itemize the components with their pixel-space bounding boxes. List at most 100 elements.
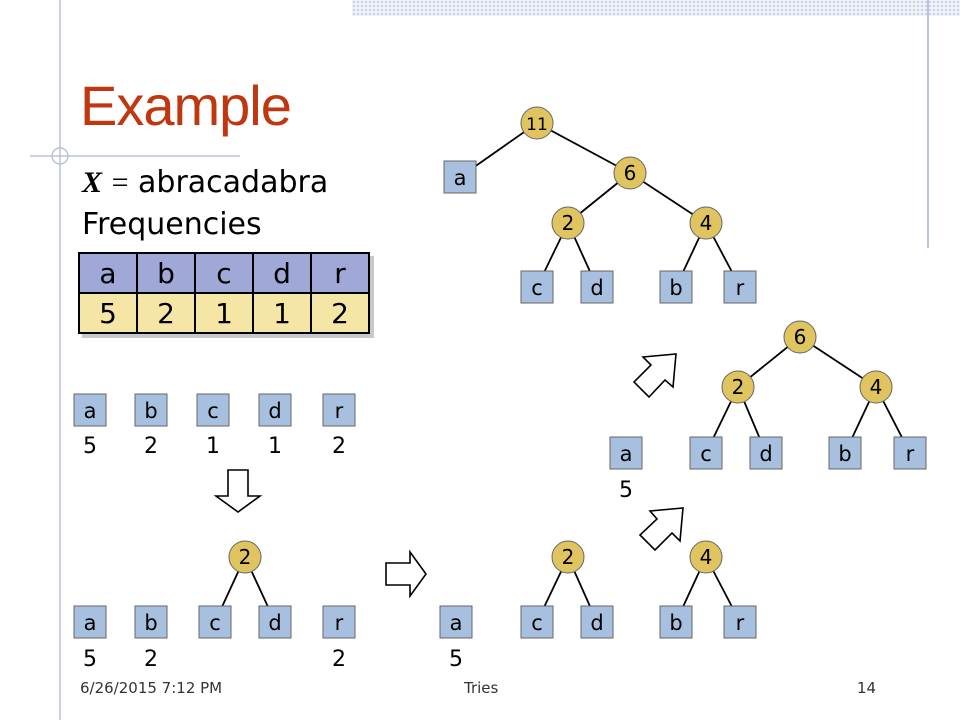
leaf-label: d: [268, 399, 281, 423]
leaf-label: r: [736, 611, 745, 635]
leaf-box: [659, 605, 693, 639]
leaf-label: a: [84, 399, 97, 423]
node-4-step3: 4: [689, 540, 723, 574]
step-arrows: [213, 353, 684, 599]
leaf-label: c: [209, 611, 221, 635]
freq-letter-cell: r: [310, 252, 370, 294]
leaf-box: [134, 393, 168, 427]
leaf-box: [828, 436, 862, 470]
leaf-box: [749, 436, 783, 470]
leaf-label: c: [207, 399, 219, 423]
leaf-label: b: [144, 611, 157, 635]
node-label: 4: [870, 375, 883, 399]
node-label: 6: [624, 161, 637, 185]
freq-letter-cell: d: [252, 252, 312, 294]
leaf-box: [73, 393, 107, 427]
node-circle: [859, 370, 893, 404]
leaf-box: [258, 605, 292, 639]
leaf-label: c: [700, 442, 712, 466]
frequencies-label: Frequencies: [82, 207, 262, 242]
leaf-label: d: [759, 442, 772, 466]
leaf-labels: a c d b r a c d b r a b c d r a b c d r …: [84, 166, 915, 635]
up-right-arrow-icon: [638, 507, 684, 552]
leaf-weight: 5: [83, 434, 97, 459]
leaf-box: [689, 436, 723, 470]
leaf-weight: 5: [619, 478, 633, 503]
leaf-boxes: [73, 160, 927, 639]
leaf-label: b: [838, 442, 851, 466]
leaf-label: b: [669, 276, 682, 300]
leaf-box: [73, 605, 107, 639]
freq-count-cell: 1: [252, 292, 312, 334]
leaf-label: a: [620, 442, 633, 466]
crosshair-circle: [51, 147, 69, 165]
leaf-box: [520, 270, 554, 304]
leaf-label: c: [531, 276, 543, 300]
leaf-label: r: [335, 399, 344, 423]
leaf-label: c: [531, 611, 543, 635]
internal-nodes: 11 6 2 4 6 2 4 2: [228, 106, 893, 574]
leaf-label: d: [268, 611, 281, 635]
footer-page-number: 14: [857, 679, 877, 697]
leaf-box: [609, 436, 643, 470]
frequency-table: a b c d r 5 2 1 1 2: [78, 252, 370, 334]
node-label: 4: [700, 211, 713, 235]
leaf-box: [439, 605, 473, 639]
footer-title: Tries: [464, 679, 499, 697]
leaf-label: r: [736, 276, 745, 300]
leaf-label: d: [590, 611, 603, 635]
node-label: 2: [732, 375, 745, 399]
leaf-box: [659, 270, 693, 304]
leaf-label: b: [144, 399, 157, 423]
freq-letter-cell: a: [78, 252, 138, 294]
freq-count-cell: 2: [136, 292, 196, 334]
footer-date: 6/26/2015 7:12 PM: [80, 679, 223, 697]
node-label: 2: [562, 545, 575, 569]
leaf-label: r: [335, 611, 344, 635]
leaf-label: r: [906, 442, 915, 466]
leaf-weight: 1: [206, 434, 220, 459]
node-circle: [228, 540, 262, 574]
node-4-mid: 4: [859, 370, 893, 404]
edge: [536, 122, 631, 174]
node-label: 2: [562, 211, 575, 235]
leaf-box: [893, 436, 927, 470]
x-definition: X = abracadabra: [82, 168, 328, 198]
leaf-label: a: [454, 166, 467, 190]
leaf-label: b: [669, 611, 682, 635]
leaf-weight: 1: [268, 434, 282, 459]
node-circle: [689, 540, 723, 574]
node-circle: [721, 370, 755, 404]
leaf-box: [723, 270, 757, 304]
leaf-weight: 2: [332, 434, 346, 459]
leaf-weight: 2: [144, 434, 158, 459]
node-label: 11: [526, 115, 548, 135]
header-dotted-band: [352, 0, 960, 16]
right-arrow-icon: [385, 549, 427, 599]
leaf-box: [322, 393, 356, 427]
node-circle: [551, 206, 585, 240]
node-2-mid: 2: [721, 370, 755, 404]
leaf-label: a: [450, 611, 463, 635]
node-4-top: 4: [689, 206, 723, 240]
freq-count-cell: 1: [194, 292, 254, 334]
node-label: 4: [700, 545, 713, 569]
leaf-box: [322, 605, 356, 639]
node-2-top: 2: [551, 206, 585, 240]
leaf-box: [520, 605, 554, 639]
node-2-step3: 2: [551, 540, 585, 574]
node-circle: [613, 156, 647, 190]
x-string: abracadabra: [138, 165, 329, 200]
node-circle: [551, 540, 585, 574]
leaf-weight: 2: [144, 647, 158, 672]
leaf-box: [198, 605, 232, 639]
freq-letter-cell: b: [136, 252, 196, 294]
leaf-box: [443, 160, 477, 194]
frequency-table-header-row: a b c d r: [78, 252, 370, 294]
node-6-mid: 6: [783, 320, 817, 354]
frequency-table-count-row: 5 2 1 1 2: [78, 292, 370, 334]
leaf-weight: 5: [449, 647, 463, 672]
leaf-box: [196, 393, 230, 427]
